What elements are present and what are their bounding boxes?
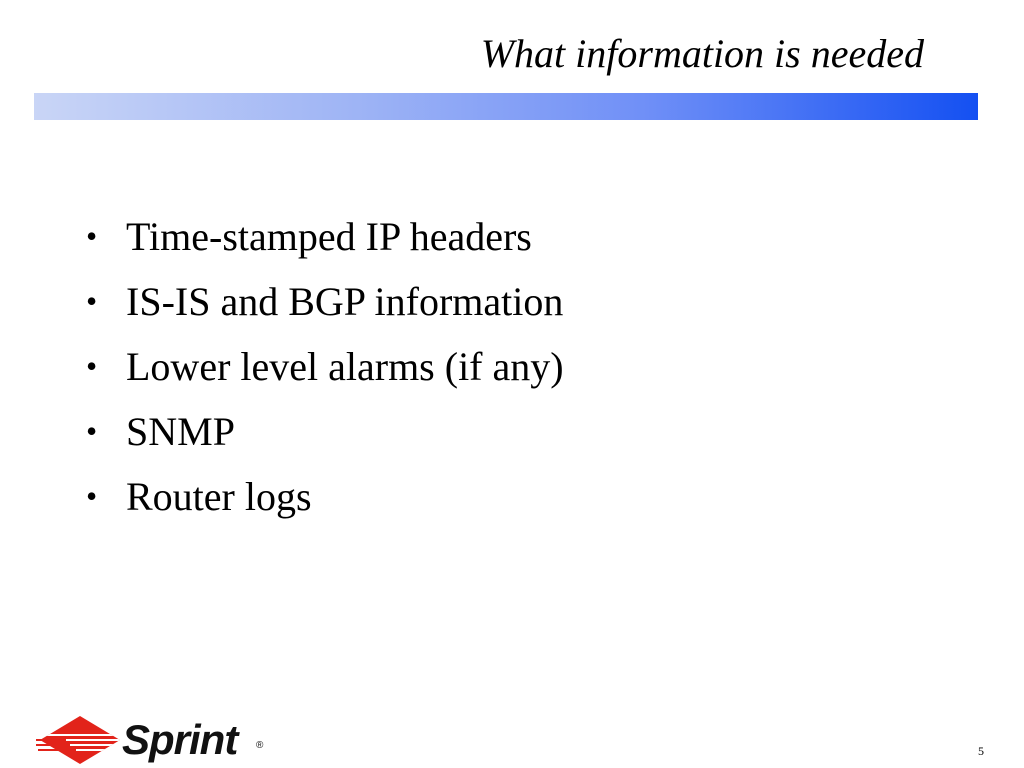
bullet-item: • Time-stamped IP headers — [86, 204, 564, 269]
bullet-item: • IS-IS and BGP information — [86, 269, 564, 334]
sprint-logo: Sprint ® — [36, 712, 268, 768]
bullet-item: • Lower level alarms (if any) — [86, 334, 564, 399]
bullet-glyph: • — [86, 218, 98, 254]
sprint-diamond-icon — [36, 716, 120, 764]
bullet-glyph: • — [86, 478, 98, 514]
bullet-text: Lower level alarms (if any) — [126, 344, 564, 389]
bullet-item: • Router logs — [86, 464, 564, 529]
bullet-glyph: • — [86, 413, 98, 449]
page-number: 5 — [978, 744, 984, 758]
bullet-list: • Time-stamped IP headers • IS-IS and BG… — [86, 204, 564, 529]
title-gradient-bar — [34, 93, 978, 120]
bullet-text: Router logs — [126, 474, 312, 519]
bullet-glyph: • — [86, 283, 98, 319]
registered-mark: ® — [256, 740, 264, 751]
sprint-wordmark: Sprint — [122, 716, 238, 763]
bullet-text: IS-IS and BGP information — [126, 279, 564, 324]
bullet-text: SNMP — [126, 409, 235, 454]
bullet-glyph: • — [86, 348, 98, 384]
bullet-item: • SNMP — [86, 399, 564, 464]
slide-title: What information is needed — [480, 31, 924, 76]
bullet-text: Time-stamped IP headers — [126, 214, 532, 259]
